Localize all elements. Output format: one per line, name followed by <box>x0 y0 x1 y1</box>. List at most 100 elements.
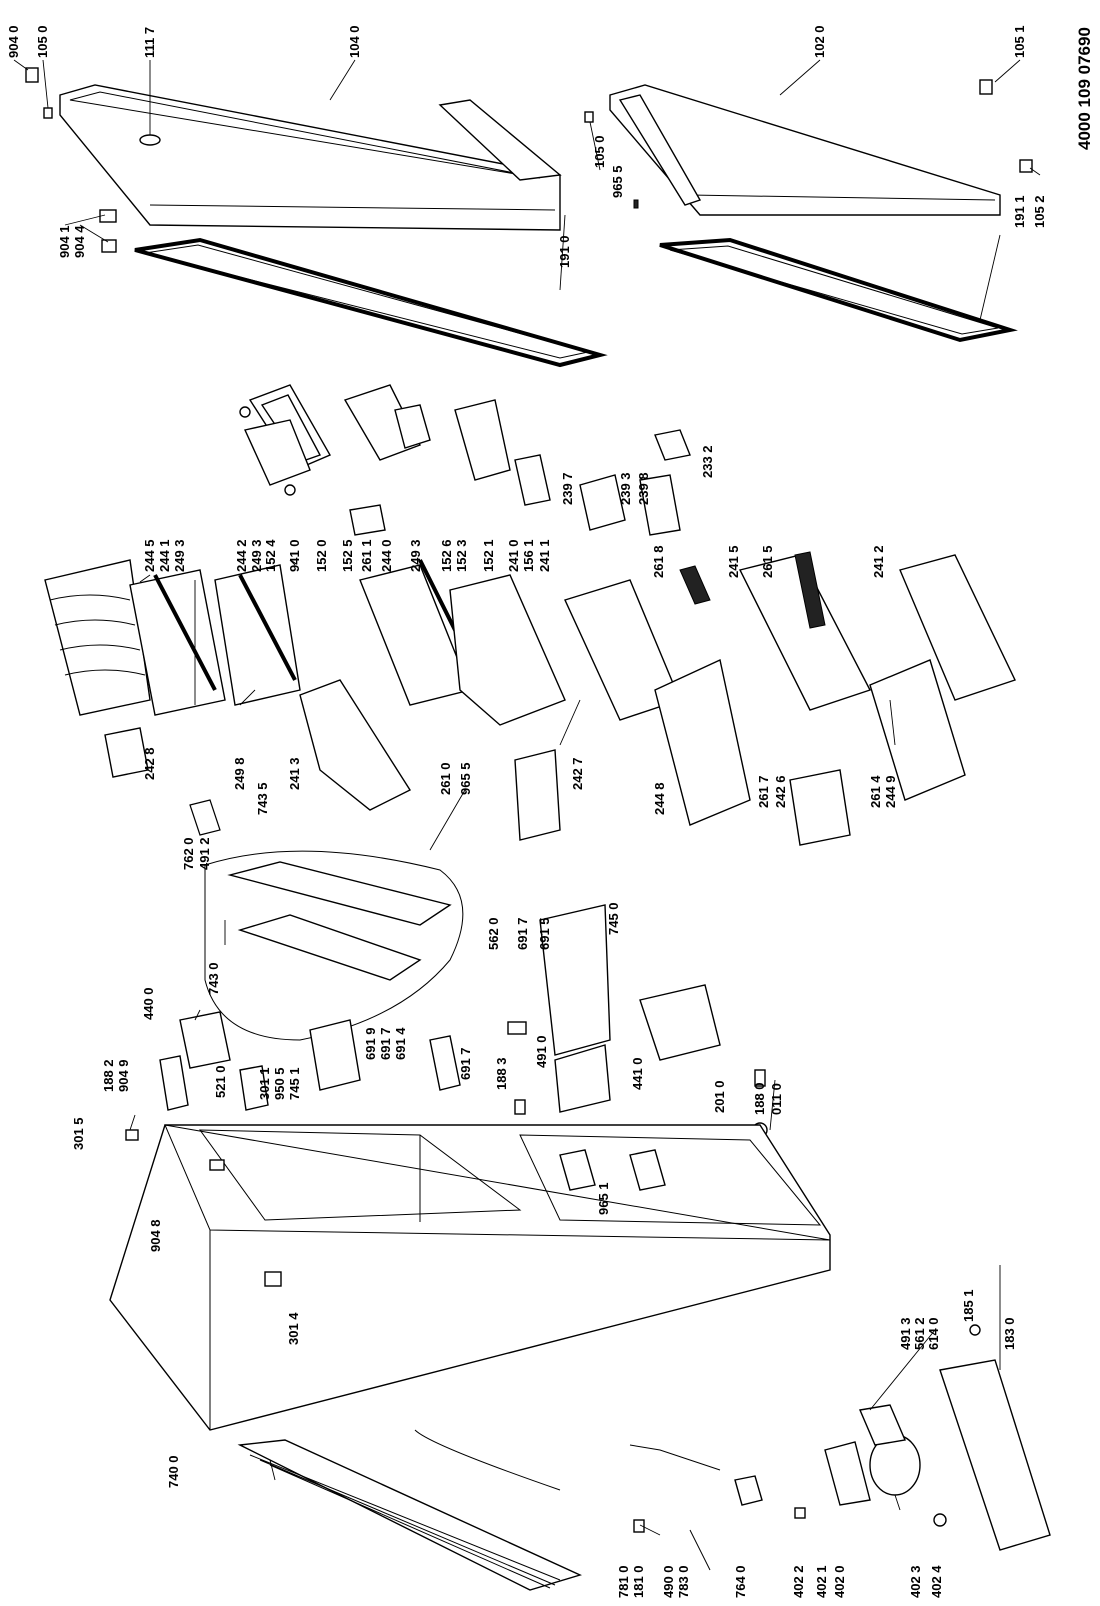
label-111-7: 111 7 <box>142 27 157 58</box>
label-904-9: 904 9 <box>116 1059 131 1092</box>
evaporator-745-0 <box>539 904 611 1056</box>
label-491-0: 491 0 <box>534 1035 549 1068</box>
part-labels: 904 0 105 0 111 7 104 0 102 0 105 1 105 … <box>6 25 1047 1598</box>
label-402-3: 402 3 <box>908 1565 923 1598</box>
glass-shelf-244-2 <box>214 564 301 706</box>
grid-239-8 <box>639 474 681 536</box>
label-402-1: 402 1 <box>814 1565 829 1598</box>
rail-261-5 <box>794 551 826 629</box>
label-491-2: 491 2 <box>197 837 212 870</box>
label-239-8: 239 8 <box>636 472 651 505</box>
label-764-0: 764 0 <box>733 1565 748 1598</box>
part-185-1 <box>969 1324 981 1336</box>
tray-233-2 <box>654 429 691 461</box>
label-104-0: 104 0 <box>347 25 362 58</box>
lower-door <box>609 84 1001 216</box>
label-244-2: 244 2 <box>234 539 249 572</box>
base-plate-183-0 <box>939 1359 1051 1551</box>
label-561-2: 561 2 <box>912 1317 927 1350</box>
label-249-8: 249 8 <box>232 757 247 790</box>
label-241-2: 241 2 <box>871 545 886 578</box>
label-233-2: 233 2 <box>700 445 715 478</box>
label-691-9: 691 9 <box>363 1027 378 1060</box>
label-965-1: 965 1 <box>596 1182 611 1215</box>
label-188-3: 188 3 <box>494 1057 509 1090</box>
lower-door-gasket <box>659 237 1018 343</box>
label-904-0: 904 0 <box>6 25 21 58</box>
label-762-0: 762 0 <box>181 837 196 870</box>
label-244-1: 244 1 <box>157 539 172 572</box>
heater-745-1 <box>309 1019 361 1091</box>
label-781-0: 781 0 <box>616 1565 631 1598</box>
label-152-0: 152 0 <box>314 539 329 572</box>
label-965-5a: 965 5 <box>610 165 625 198</box>
part-188-0 <box>754 1069 766 1087</box>
label-156-1: 156 1 <box>521 539 536 572</box>
box-491-3 <box>859 1404 906 1446</box>
label-301-4: 301 4 <box>286 1312 301 1345</box>
upper-door <box>59 84 562 231</box>
label-249-3b: 249 3 <box>249 539 264 572</box>
label-965-5b: 965 5 <box>458 762 473 795</box>
glass-shelf-244-8 <box>654 658 751 826</box>
label-402-4: 402 4 <box>929 1565 944 1598</box>
label-152-6: 152 6 <box>439 539 454 572</box>
label-904-1: 904 1 <box>57 225 72 258</box>
fan-440-0 <box>179 1011 231 1069</box>
label-191-0: 191 0 <box>557 235 572 268</box>
grill-762-0 <box>189 799 221 836</box>
label-904-4: 904 4 <box>72 225 87 258</box>
evaporator-cover-group <box>204 850 464 1041</box>
label-105-1: 105 1 <box>1012 25 1027 58</box>
drawer-241-2 <box>899 554 1016 701</box>
pipe-781-0 <box>414 1429 561 1491</box>
label-188-0: 188 0 <box>752 1082 767 1115</box>
label-249-3c: 249 3 <box>408 539 423 572</box>
label-691-7b: 691 7 <box>378 1027 393 1060</box>
label-152-5: 152 5 <box>340 539 355 572</box>
glass-shelf-244-1 <box>129 569 226 716</box>
label-105-0b: 105 0 <box>592 135 607 168</box>
starter-402-1 <box>824 1441 871 1506</box>
part-491-0 <box>507 1021 527 1035</box>
label-239-7: 239 7 <box>560 472 575 505</box>
bin-242-6 <box>789 769 851 846</box>
label-242-6: 242 6 <box>773 775 788 808</box>
label-904-8: 904 8 <box>148 1219 163 1252</box>
label-440-0: 440 0 <box>141 987 156 1020</box>
hinge-parts-top <box>25 67 1033 253</box>
glass-shelf-244-0 <box>359 564 471 706</box>
label-950-5: 950 5 <box>272 1067 287 1100</box>
drawer-241-5 <box>738 554 871 711</box>
label-691-7c: 691 7 <box>458 1047 473 1080</box>
part-402-4 <box>933 1513 947 1527</box>
drawer-241-3 <box>299 679 412 811</box>
label-152-3: 152 3 <box>454 539 469 572</box>
label-490-0: 490 0 <box>661 1565 676 1598</box>
label-402-2: 402 2 <box>791 1565 806 1598</box>
bin-242-7 <box>514 749 561 841</box>
part-781-0 <box>633 1519 645 1533</box>
label-152-1: 152 1 <box>481 539 496 572</box>
housing-441-0 <box>554 1044 611 1113</box>
part-301-5 <box>125 1129 139 1141</box>
label-241-3: 241 3 <box>287 757 302 790</box>
label-691-4: 691 4 <box>393 1027 408 1060</box>
upper-door-gasket <box>134 237 608 368</box>
label-301-1: 301 1 <box>257 1067 272 1100</box>
label-745-0: 745 0 <box>606 902 621 935</box>
label-244-0: 244 0 <box>379 539 394 572</box>
light-521-0 <box>239 1065 269 1111</box>
filter-764-0 <box>734 1475 763 1506</box>
container-239-7 <box>579 474 626 531</box>
part-402-2 <box>794 1507 806 1519</box>
light-691-7 <box>429 1035 461 1091</box>
strip-188-2 <box>159 1055 189 1111</box>
label-491-3: 491 3 <box>898 1317 913 1350</box>
label-740-0: 740 0 <box>166 1455 181 1488</box>
power-cord-490-0 <box>629 1444 721 1471</box>
label-239-3: 239 3 <box>618 472 633 505</box>
label-614-0: 614 0 <box>926 1317 941 1350</box>
label-152-4: 152 4 <box>263 539 278 572</box>
label-242-8: 242 8 <box>142 747 157 780</box>
